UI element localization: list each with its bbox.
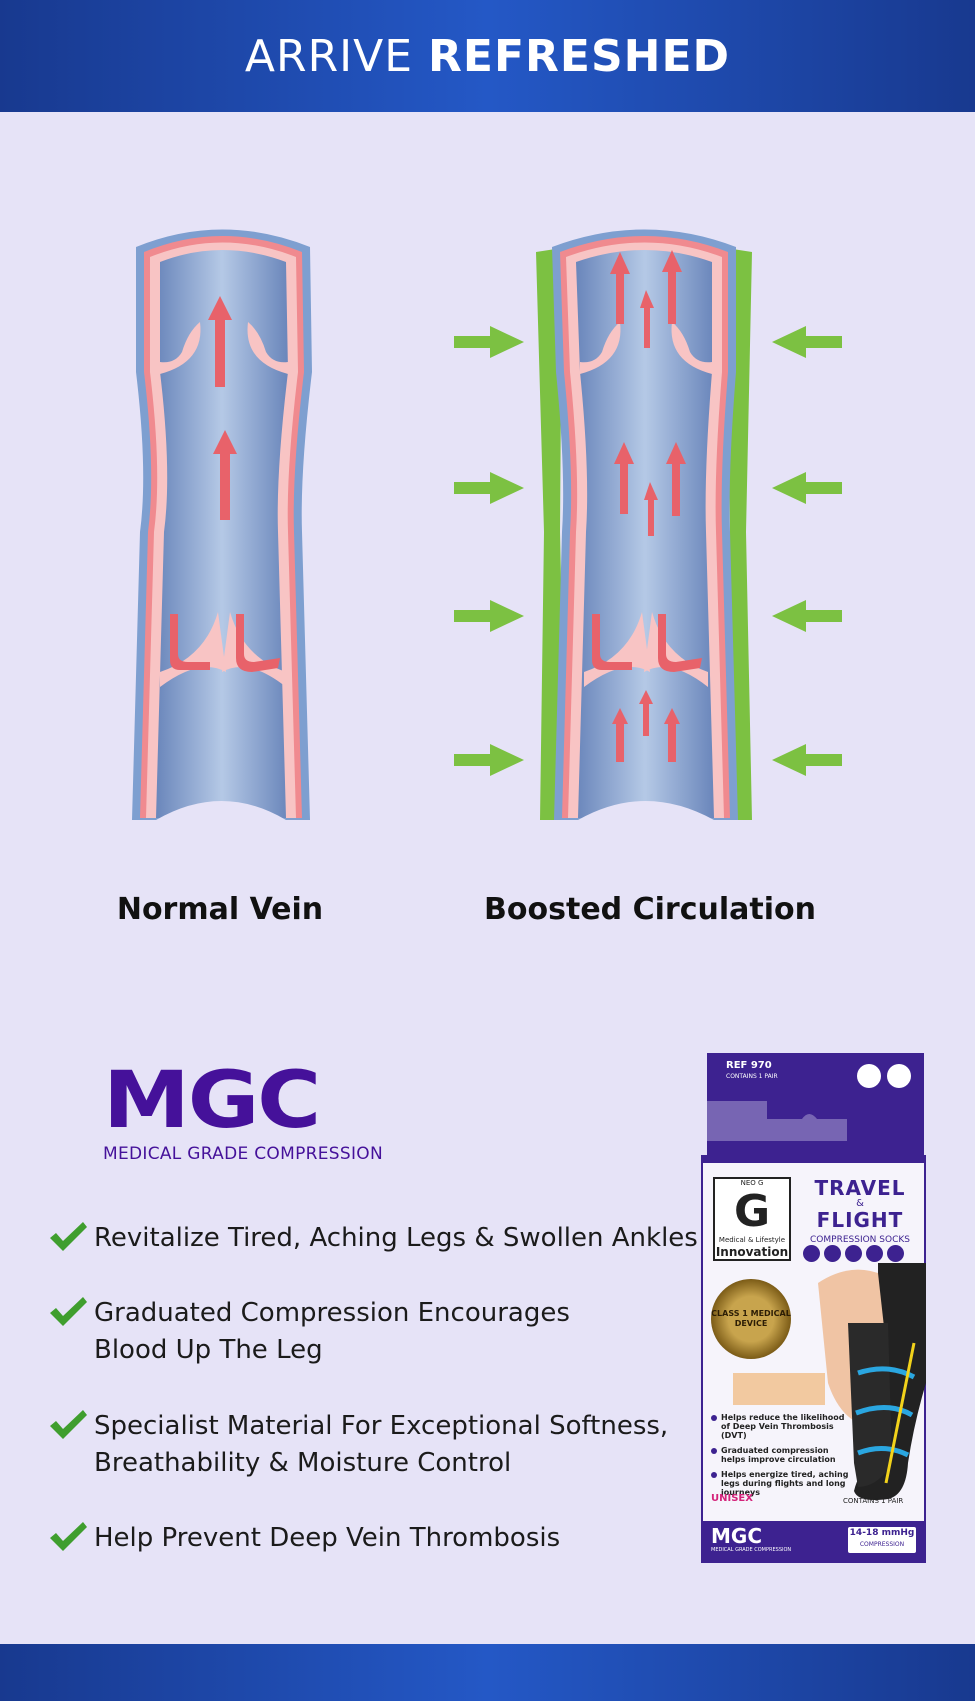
title-light: ARRIVE [244,30,414,82]
neo-g-logo: NEO G G Medical & Lifestyle Innovation [713,1177,791,1261]
check-icon [50,1222,87,1251]
header-banner: ARRIVE REFRESHED [0,0,975,112]
boosted-circulation-label: Boosted Circulation [484,892,816,927]
car-icon [824,1245,841,1262]
box-bullets: Helps reduce the likelihood of Deep Vein… [709,1413,849,1503]
feature-text: Help Prevent Deep Vein Thrombosis [94,1523,561,1553]
normal-vein [132,229,312,820]
compression-arrows [454,326,842,776]
check-icon [50,1522,87,1551]
title-bold: REFRESHED [428,30,731,82]
contains-pair: CONTAINS 1 PAIR [843,1497,904,1505]
check-icon [50,1410,87,1439]
seat-icon [887,1245,904,1262]
color-swatch [733,1373,825,1405]
box-front: NEO G G Medical & Lifestyle Innovation T… [701,1155,926,1563]
hanger-cutout [707,1101,847,1141]
mgc-logo-letters: MGC [103,1056,321,1146]
feature-text: Breathability & Moisture Control [94,1448,512,1478]
transport-icons [803,1245,904,1262]
boosted-vein [454,229,842,820]
check-icon [50,1297,87,1326]
normal-vein-label: Normal Vein [116,892,324,927]
footer-banner [0,1644,975,1701]
bus-icon [845,1245,862,1262]
travel-flight-title: TRAVEL & FLIGHT COMPRESSION SOCKS [810,1176,910,1245]
feature-text: Specialist Material For Exceptional Soft… [94,1411,669,1441]
feature-item: Help Prevent Deep Vein Thrombosis [48,1520,560,1557]
plane-icon [803,1245,820,1262]
feature-item: Revitalize Tired, Aching Legs & Swollen … [48,1220,698,1257]
size-circle [887,1064,911,1088]
size-circle [857,1064,881,1088]
mgc-logo: MGC MEDICAL GRADE COMPRESSION [103,1062,383,1164]
train-icon [866,1245,883,1262]
feature-text: Blood Up The Leg [94,1335,323,1365]
mgc-logo-subtitle: MEDICAL GRADE COMPRESSION [103,1144,383,1164]
medical-device-seal: CLASS 1 MEDICAL DEVICE [711,1279,791,1359]
feature-item: Graduated Compression Encourages Blood U… [48,1295,570,1369]
feature-text: Graduated Compression Encourages [94,1298,570,1328]
vein-diagram [132,229,842,820]
unisex-badge: UNISEX [711,1493,753,1504]
page-title: ARRIVE REFRESHED [245,31,730,82]
sock-leg-image [818,1263,926,1500]
feature-item: Specialist Material For Exceptional Soft… [48,1408,668,1482]
feature-text: Revitalize Tired, Aching Legs & Swollen … [94,1223,698,1253]
